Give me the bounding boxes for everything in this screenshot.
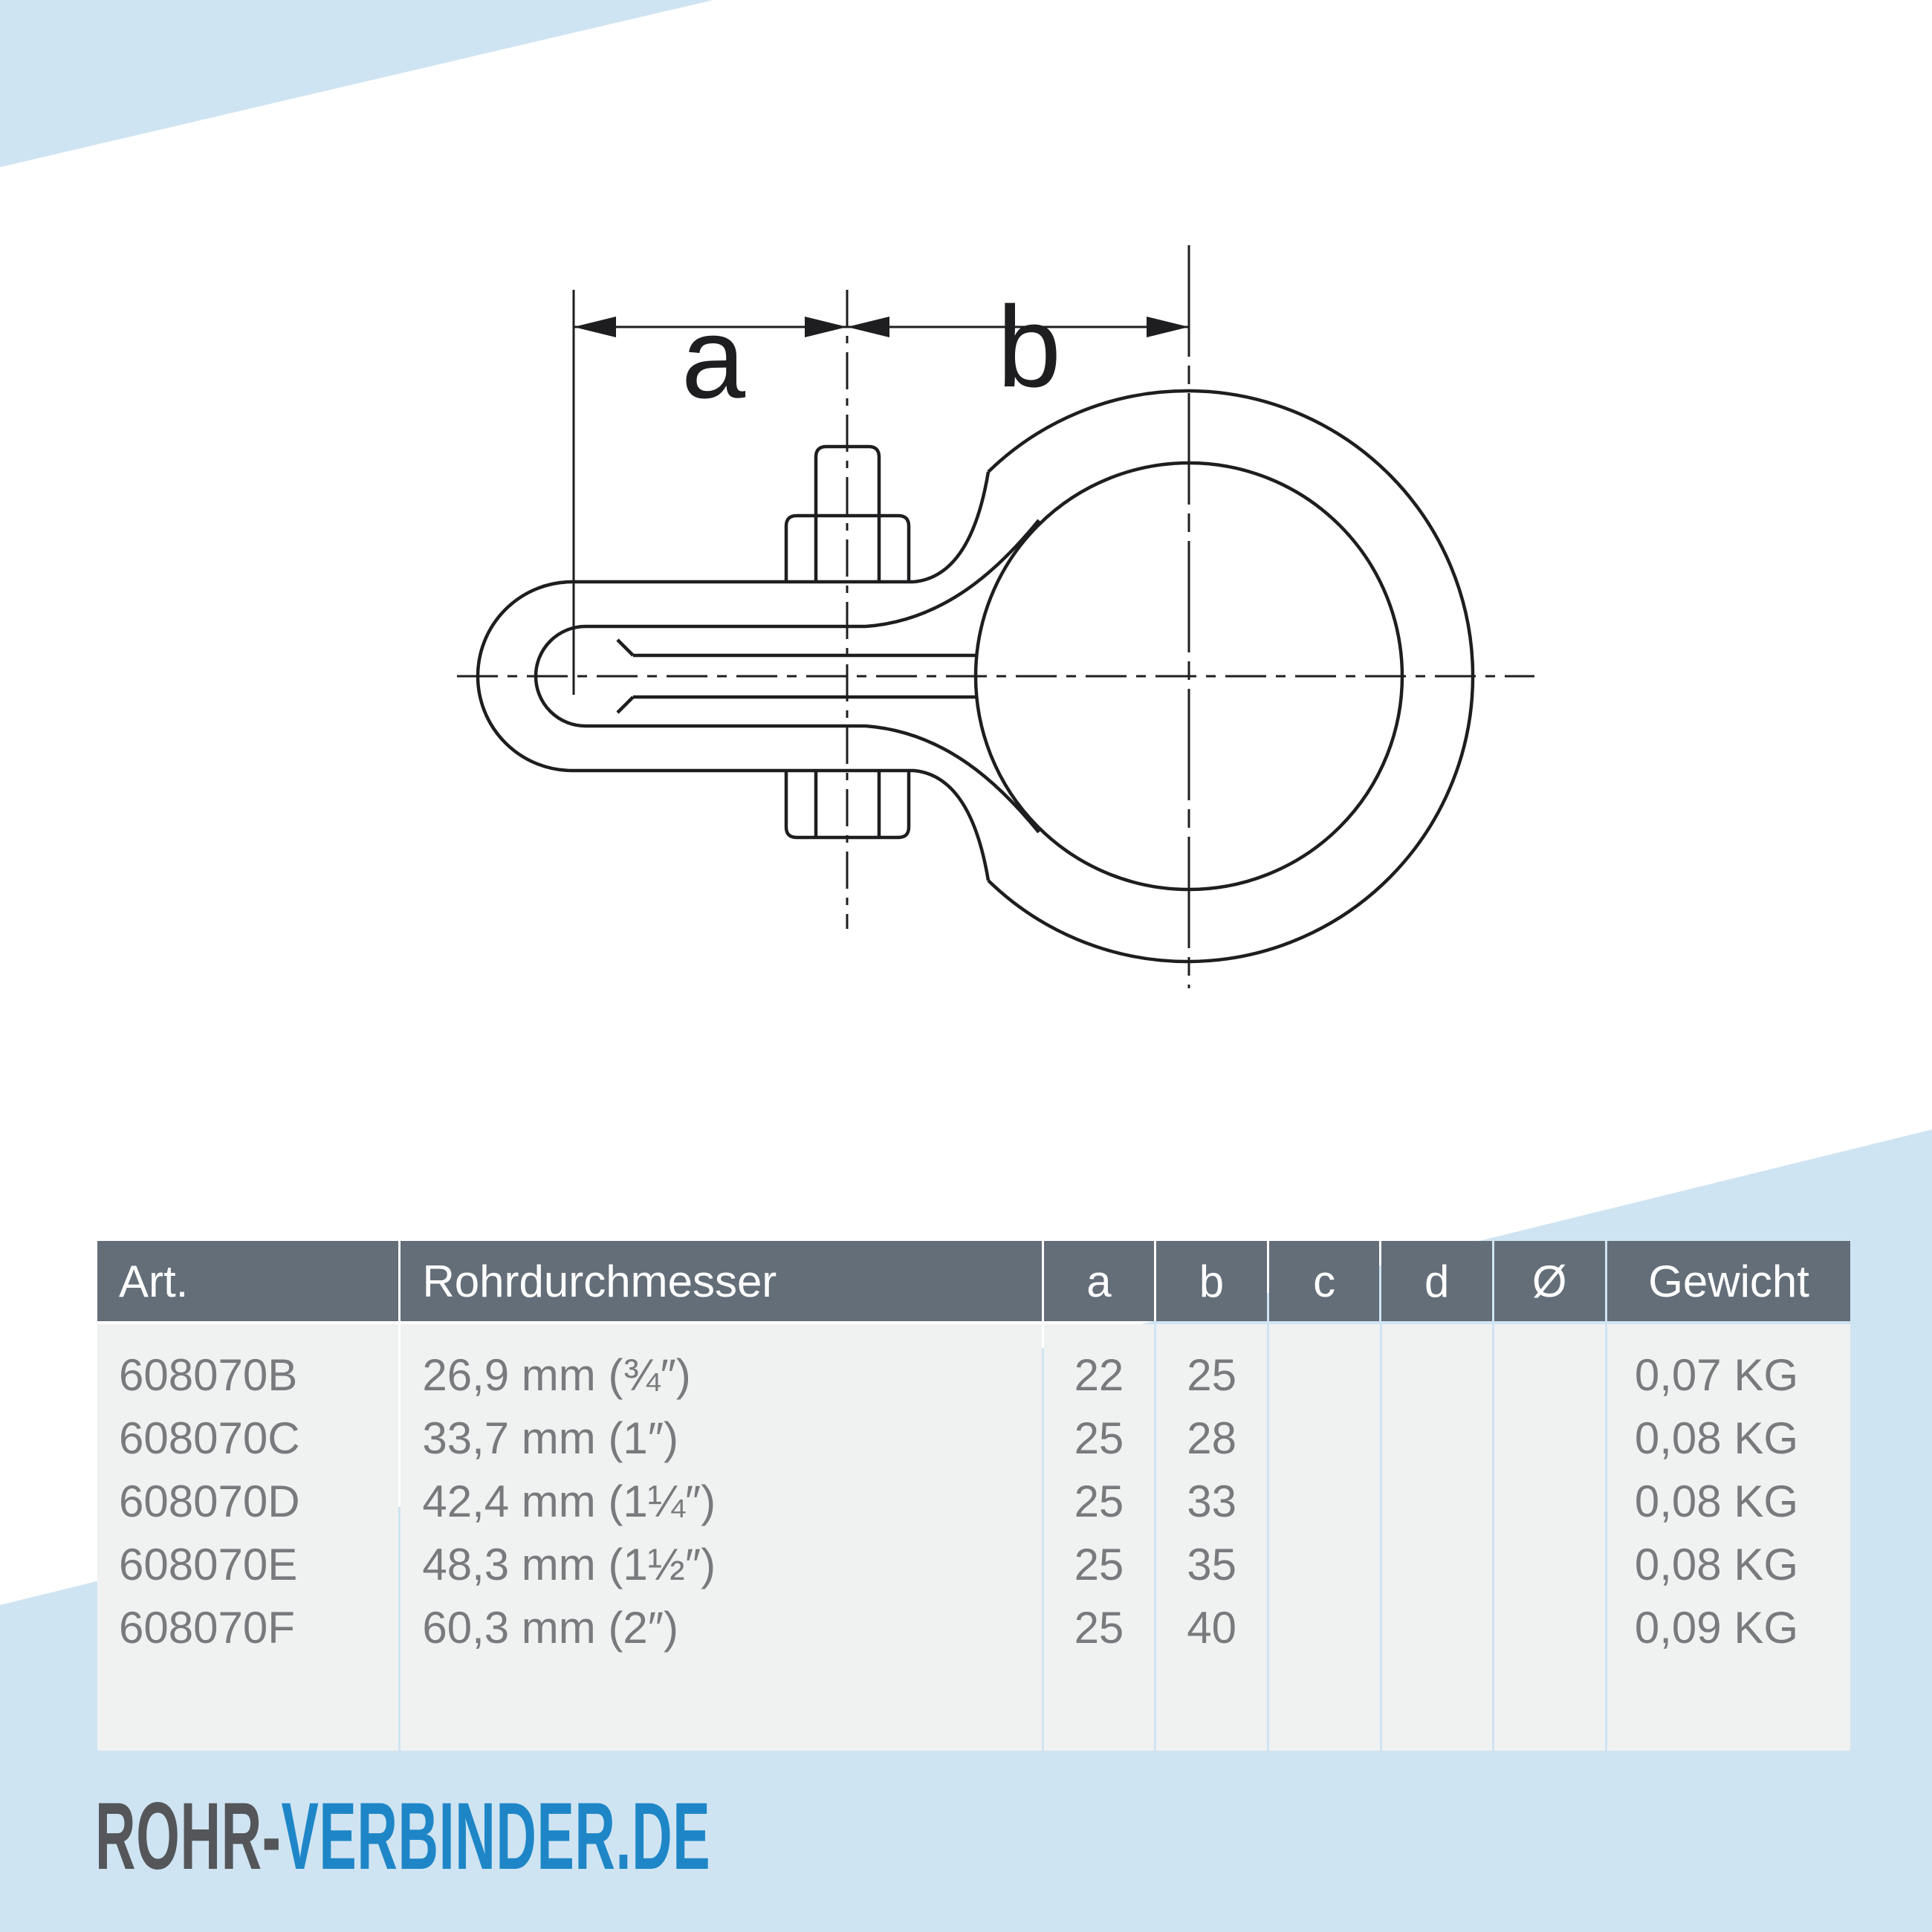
strap-end-chamfer-top bbox=[616, 638, 635, 657]
strap-outer-lower-s-curve bbox=[913, 768, 991, 881]
cell-rohrdurchmesser-row-2: 33,7 mm (1″) bbox=[422, 1413, 679, 1463]
cell-gewicht-row-4: 0,08 KG bbox=[1634, 1540, 1799, 1589]
cell-a-row-1: 22 bbox=[1074, 1350, 1124, 1400]
cell-art-row-4: 608070E bbox=[119, 1540, 298, 1589]
cell-rohrdurchmesser-row-4: 48,3 mm (1½″) bbox=[422, 1540, 716, 1589]
cell-b-row-4: 35 bbox=[1187, 1540, 1236, 1589]
strap-inner-upper-s-curve bbox=[865, 519, 1040, 629]
pipe-hole-arc bbox=[534, 624, 586, 728]
cell-dia-row-1 bbox=[1494, 1343, 1605, 1407]
header-cell-a: a bbox=[1043, 1241, 1155, 1321]
arrowhead-a-right bbox=[805, 317, 847, 337]
cell-c-row-2 bbox=[1269, 1407, 1380, 1470]
body-column-d bbox=[1381, 1324, 1493, 1751]
cell-d-row-5 bbox=[1382, 1596, 1493, 1659]
bolt-shank bbox=[814, 444, 881, 582]
body-column-gewicht: 0,07 KG 0,08 KG 0,08 KG 0,08 KG 0,09 KG bbox=[1607, 1324, 1851, 1751]
header-cell-dia: Ø bbox=[1494, 1241, 1605, 1321]
dim-label-a: a bbox=[681, 294, 746, 422]
cell-gewicht-row-2: 0,08 KG bbox=[1634, 1413, 1799, 1463]
strap-outer-upper-s-curve bbox=[913, 471, 991, 584]
body-column-art: 608070B 608070C 608070D 608070E 608070F bbox=[97, 1324, 399, 1751]
cell-dia-row-3 bbox=[1494, 1470, 1605, 1533]
header-cell-d: d bbox=[1381, 1241, 1492, 1321]
strap-end-chamfer-bottom bbox=[616, 696, 635, 714]
cell-art-row-2: 608070C bbox=[119, 1413, 300, 1463]
arrowhead-b-right bbox=[1147, 317, 1189, 337]
header-cell-rohrdurchmesser: Rohrdurchmesser bbox=[401, 1241, 1042, 1321]
upper-nut bbox=[784, 513, 911, 582]
body-column-b: 25 28 33 35 40 bbox=[1156, 1324, 1267, 1751]
cell-b-row-5: 40 bbox=[1187, 1603, 1236, 1653]
cell-b-row-1: 25 bbox=[1187, 1350, 1236, 1400]
cell-d-row-2 bbox=[1382, 1407, 1493, 1470]
cell-c-row-3 bbox=[1269, 1470, 1380, 1533]
cell-art-row-5: 608070F bbox=[119, 1603, 295, 1653]
header-cell-b: b bbox=[1156, 1241, 1267, 1321]
cell-gewicht-row-3: 0,08 KG bbox=[1634, 1476, 1799, 1526]
cell-art-row-1: 608070B bbox=[119, 1350, 298, 1400]
header-cell-art: Art. bbox=[97, 1241, 399, 1321]
ring-outer-circle bbox=[987, 389, 1475, 964]
body-column-dia bbox=[1494, 1324, 1605, 1751]
cell-c-row-1 bbox=[1269, 1343, 1380, 1407]
header-cell-gewicht: Gewicht bbox=[1607, 1241, 1850, 1321]
cell-dia-row-5 bbox=[1494, 1596, 1605, 1659]
cell-b-row-2: 28 bbox=[1187, 1413, 1236, 1463]
cell-a-row-5: 25 bbox=[1074, 1603, 1124, 1653]
cell-b-row-3: 33 bbox=[1187, 1476, 1236, 1526]
cell-gewicht-row-5: 0,09 KG bbox=[1634, 1603, 1799, 1653]
cell-art-row-3: 608070D bbox=[119, 1476, 300, 1526]
ring-inner-circle bbox=[973, 461, 1404, 892]
dim-label-b: b bbox=[997, 282, 1061, 411]
cell-rohrdurchmesser-row-1: 26,9 mm (¾″) bbox=[422, 1350, 691, 1400]
cell-a-row-3: 25 bbox=[1074, 1476, 1124, 1526]
header-cell-c: c bbox=[1268, 1241, 1380, 1321]
cell-d-row-3 bbox=[1382, 1470, 1493, 1533]
cell-dia-row-2 bbox=[1494, 1407, 1605, 1470]
cell-rohrdurchmesser-row-3: 42,4 mm (1¼″) bbox=[422, 1476, 716, 1526]
brand-logo-blue-part: VERBINDER.DE bbox=[281, 1783, 711, 1890]
cell-a-row-2: 25 bbox=[1074, 1413, 1124, 1463]
arrowhead-b-left bbox=[847, 317, 889, 337]
body-column-c bbox=[1268, 1324, 1380, 1751]
cell-d-row-4 bbox=[1382, 1533, 1493, 1596]
cell-gewicht-row-1: 0,07 KG bbox=[1634, 1350, 1799, 1400]
lower-nut bbox=[784, 771, 911, 840]
brand-logo-gray-part: ROHR- bbox=[95, 1783, 282, 1890]
body-column-rohrdurchmesser: 26,9 mm (¾″) 33,7 mm (1″) 42,4 mm (1¼″) 48,… bbox=[401, 1324, 1042, 1751]
cell-a-row-4: 25 bbox=[1074, 1540, 1124, 1589]
body-column-a: 22 25 25 25 25 bbox=[1043, 1324, 1155, 1751]
cell-d-row-1 bbox=[1382, 1343, 1493, 1407]
strap-outer-contour bbox=[476, 580, 914, 773]
strap-inner-lower-s-curve bbox=[865, 724, 1040, 834]
spec-table-body: 608070B 608070C 608070D 608070E 608070F 26,9 … bbox=[97, 1324, 1851, 1751]
cell-c-row-5 bbox=[1269, 1596, 1380, 1659]
arrowhead-a-left bbox=[574, 317, 616, 337]
brand-logo: ROHR-VERBINDER.DE bbox=[95, 1789, 710, 1884]
cell-dia-row-4 bbox=[1494, 1533, 1605, 1596]
cell-rohrdurchmesser-row-5: 60,3 mm (2″) bbox=[422, 1603, 679, 1653]
cell-c-row-4 bbox=[1269, 1533, 1380, 1596]
